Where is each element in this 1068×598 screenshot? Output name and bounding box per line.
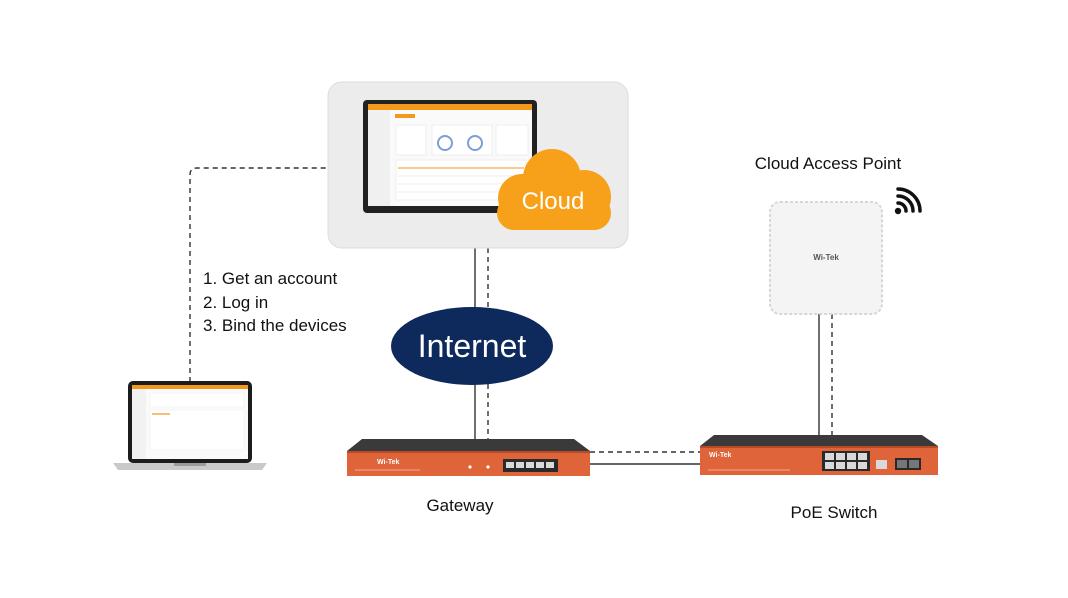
laptop-cloud-link <box>189 167 328 382</box>
cloud-icon <box>497 149 611 230</box>
gateway-label: Gateway <box>426 496 494 515</box>
step-get-account: 1. Get an account <box>203 269 338 288</box>
switch-brand: Wi-Tek <box>709 452 731 459</box>
internet-ellipse <box>391 307 553 385</box>
access-point-brand: Wi-Tek <box>813 253 839 262</box>
gateway-brand: Wi-Tek <box>377 459 399 466</box>
poe-switch-device: Wi-Tek <box>700 435 938 475</box>
cloud-access-point-label: Cloud Access Point <box>755 154 902 173</box>
poe-switch-label: PoE Switch <box>791 503 878 522</box>
step-bind-devices: 3. Bind the devices <box>203 316 347 335</box>
access-point-device <box>769 201 883 315</box>
internet-label: Internet <box>418 328 527 364</box>
setup-steps: 1. Get an account 2. Log in 3. Bind the … <box>203 267 347 338</box>
gateway-device: Wi-Tek <box>347 439 590 476</box>
monitor-icon <box>363 100 537 213</box>
step-log-in: 2. Log in <box>203 292 269 312</box>
laptop-icon <box>113 381 267 470</box>
wifi-signal-icon <box>894 187 922 215</box>
connection-lines <box>189 167 833 465</box>
cloud-label: Cloud <box>522 188 585 215</box>
